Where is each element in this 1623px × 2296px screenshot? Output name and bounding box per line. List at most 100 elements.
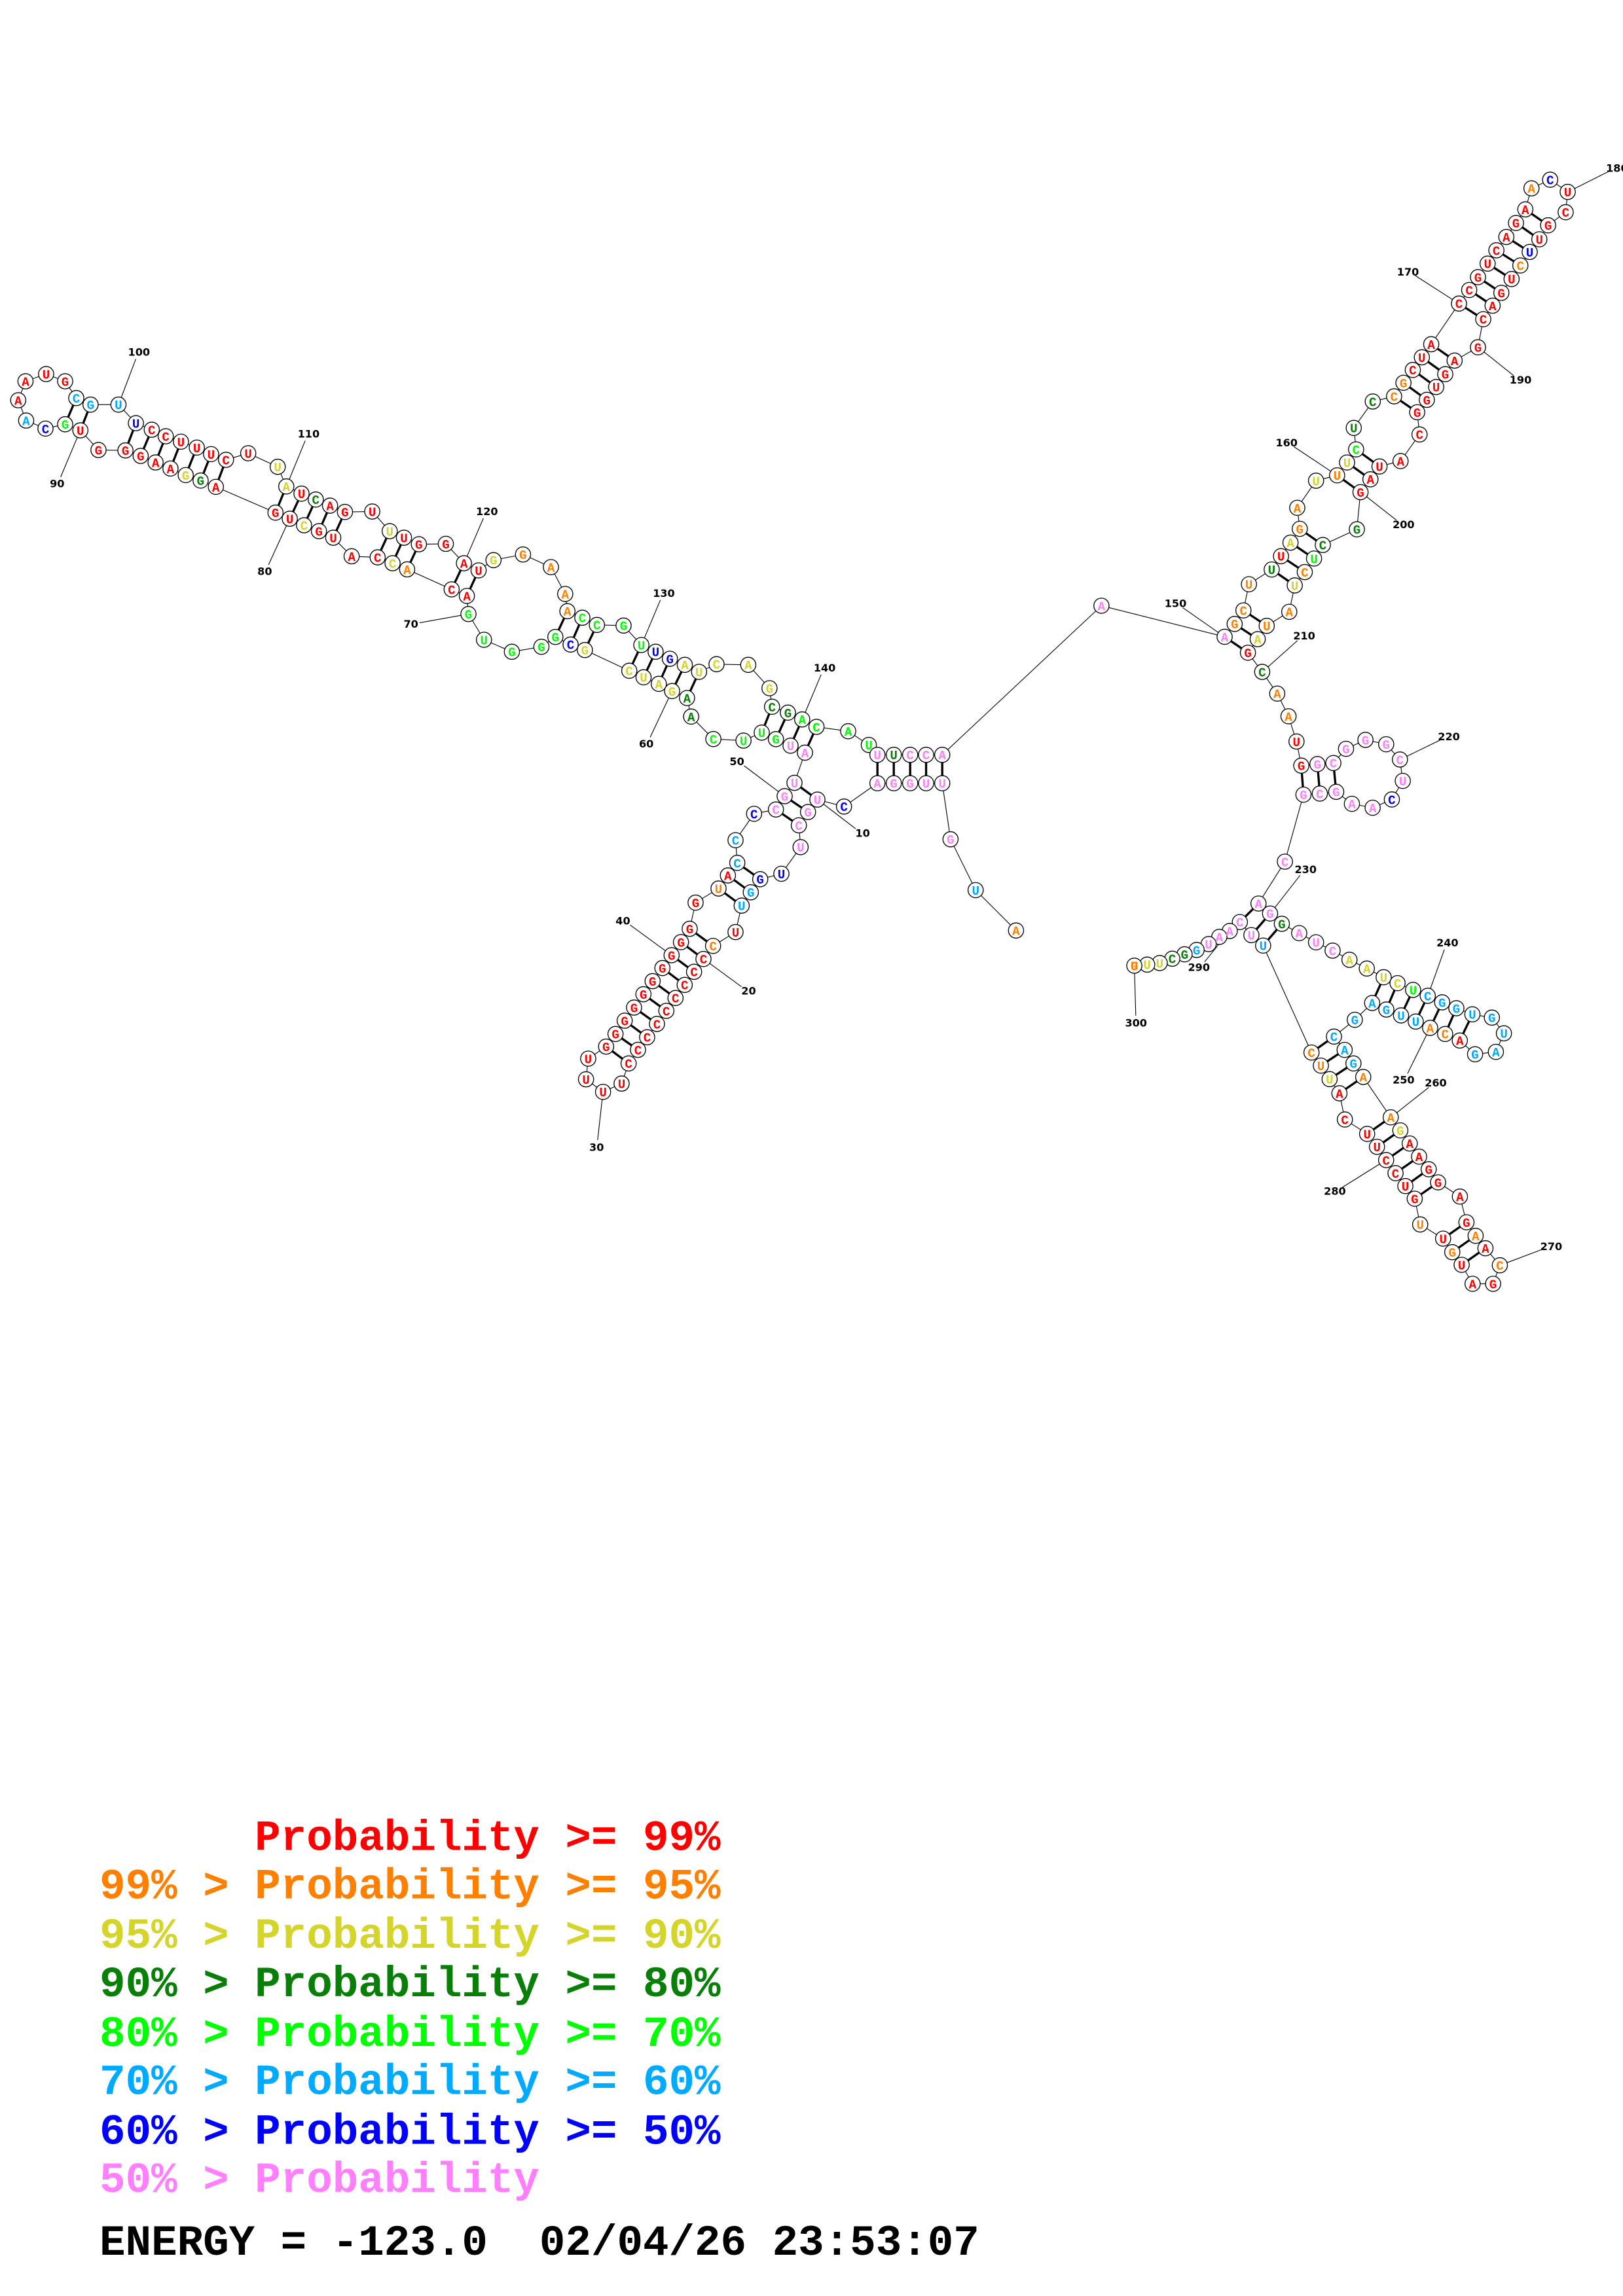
nucleotide-letter: C bbox=[1319, 539, 1327, 554]
nucleotide-circle bbox=[767, 801, 784, 818]
position-label: 200 bbox=[1393, 518, 1415, 531]
nucleotide-circle bbox=[695, 950, 712, 967]
nucleotide-letter: C bbox=[663, 1005, 670, 1019]
nucleotide-letter: G bbox=[640, 988, 647, 1003]
nucleotide-letter: A bbox=[801, 747, 809, 761]
base-pair-bond bbox=[1382, 1134, 1395, 1143]
nucleotide-letter: C bbox=[1369, 395, 1377, 410]
nucleotide-letter: C bbox=[812, 721, 820, 735]
nucleotide-letter: U bbox=[1291, 579, 1299, 594]
nucleotide-letter: C bbox=[709, 940, 717, 954]
nucleotide-letter: C bbox=[1353, 444, 1360, 458]
nucleotide-letter: G bbox=[677, 936, 685, 950]
nucleotide-letter: G bbox=[947, 833, 955, 848]
nucleotide-letter: C bbox=[906, 749, 914, 763]
base-pair-bond bbox=[142, 436, 150, 450]
nucleotide-circle bbox=[395, 529, 412, 546]
base-pair-bond bbox=[668, 971, 680, 982]
nucleotide-letter: G bbox=[1448, 1246, 1456, 1261]
nucleotide-circle bbox=[1292, 520, 1308, 537]
nucleotide-circle bbox=[1359, 960, 1375, 977]
position-label: 210 bbox=[1293, 630, 1315, 642]
base-pair-bond bbox=[1249, 613, 1262, 623]
backbone bbox=[18, 179, 1569, 1285]
nucleotide-circle bbox=[797, 744, 813, 761]
nucleotide-letter: G bbox=[1471, 1049, 1479, 1063]
label-leader-line bbox=[1430, 949, 1445, 989]
nucleotide-letter: A bbox=[1345, 954, 1353, 968]
label-leader-line bbox=[268, 525, 287, 565]
nucleotide-circle bbox=[705, 730, 721, 747]
nucleotide-circle bbox=[742, 884, 759, 901]
nucleotide-letter: C bbox=[1546, 173, 1554, 188]
nucleotide-circle bbox=[763, 698, 780, 715]
nucleotide-circle bbox=[173, 433, 189, 450]
nucleotide-circle bbox=[1401, 1135, 1418, 1152]
base-pair-bond bbox=[394, 544, 402, 557]
nucleotide-circle bbox=[515, 546, 532, 563]
nucleotide-circle bbox=[1558, 204, 1574, 221]
base-pair-bond bbox=[1277, 573, 1290, 583]
nucleotide-circle bbox=[1364, 799, 1381, 816]
nucleotide-letter: G bbox=[315, 525, 323, 539]
nucleotide-circle bbox=[1226, 616, 1243, 632]
nucleotide-circle bbox=[761, 680, 778, 696]
nucleotide-letter: U bbox=[1312, 475, 1320, 489]
base-pair-bond bbox=[1436, 348, 1450, 357]
nucleotide-letter: G bbox=[1423, 394, 1431, 408]
nucleotide-letter: C bbox=[1258, 666, 1266, 680]
nucleotide-circle bbox=[1288, 733, 1305, 750]
nucleotide-letter: A bbox=[1369, 802, 1377, 816]
position-labels: 1020304050607080901001101201301401501601… bbox=[50, 162, 1623, 1253]
base-pair-bond bbox=[658, 984, 670, 995]
nucleotide-letter: U bbox=[582, 1073, 590, 1088]
nucleotide-circle bbox=[1479, 255, 1496, 272]
nucleotide-circle bbox=[1364, 393, 1381, 410]
backbone-link bbox=[1285, 794, 1304, 862]
base-pair-bond bbox=[631, 651, 640, 665]
nucleotide-circle bbox=[1464, 1006, 1481, 1023]
nucleotide-letter: A bbox=[687, 711, 695, 725]
nucleotide-circle bbox=[1329, 467, 1345, 484]
nucleotide-circle bbox=[269, 458, 286, 475]
nucleotide-letter: G bbox=[272, 507, 280, 521]
nucleotide-letter: C bbox=[700, 953, 708, 967]
nucleotide-letter: U bbox=[873, 749, 881, 763]
base-pair-bond bbox=[1400, 399, 1412, 409]
nucleotide-letter: C bbox=[1455, 298, 1463, 312]
nucleotide-circle bbox=[1311, 785, 1328, 802]
base-pair-bond bbox=[1401, 1160, 1414, 1170]
nucleotide-letter: C bbox=[1329, 944, 1337, 959]
position-label: 110 bbox=[298, 428, 320, 440]
legend-row: 70% > Probability >= 60% bbox=[100, 2058, 721, 2107]
nucleotide-letter: C bbox=[567, 639, 575, 653]
nucleotide-letter: G bbox=[1497, 287, 1505, 301]
nucleotide-circle bbox=[37, 420, 54, 437]
nucleotide-circle bbox=[1498, 228, 1515, 245]
nucleotide-letter: A bbox=[460, 557, 468, 571]
nucleotide-circle bbox=[1273, 548, 1289, 565]
nucleotide-letter: G bbox=[804, 806, 812, 821]
label-leader-line bbox=[744, 765, 779, 793]
nucleotide-circle bbox=[740, 656, 757, 673]
base-pair-bond bbox=[1417, 1002, 1426, 1015]
nucleotide-circle bbox=[1371, 458, 1388, 475]
nucleotide-letter: C bbox=[312, 493, 320, 508]
nucleotide-circle bbox=[840, 723, 856, 740]
nucleotide-letter: G bbox=[1231, 618, 1239, 632]
nucleotide-circle bbox=[1345, 420, 1362, 437]
nucleotide-letter: G bbox=[630, 1001, 638, 1016]
base-pair-bond bbox=[639, 1011, 651, 1021]
nucleotide-circle bbox=[1491, 1257, 1508, 1274]
label-leader-line bbox=[419, 615, 462, 624]
base-pair-bond bbox=[646, 658, 653, 672]
nucleotide-letter: A bbox=[1522, 204, 1529, 218]
nucleotide-letter: A bbox=[1341, 1044, 1349, 1058]
nucleotide-circle bbox=[1303, 1044, 1320, 1061]
position-label: 170 bbox=[1397, 266, 1419, 278]
nucleotide-circle bbox=[667, 990, 684, 1007]
nucleotide-letter: A bbox=[684, 692, 691, 706]
nucleotide-circle bbox=[613, 1075, 630, 1092]
nucleotide-letter: U bbox=[1143, 959, 1151, 973]
nucleotide-circle bbox=[1453, 1257, 1470, 1273]
